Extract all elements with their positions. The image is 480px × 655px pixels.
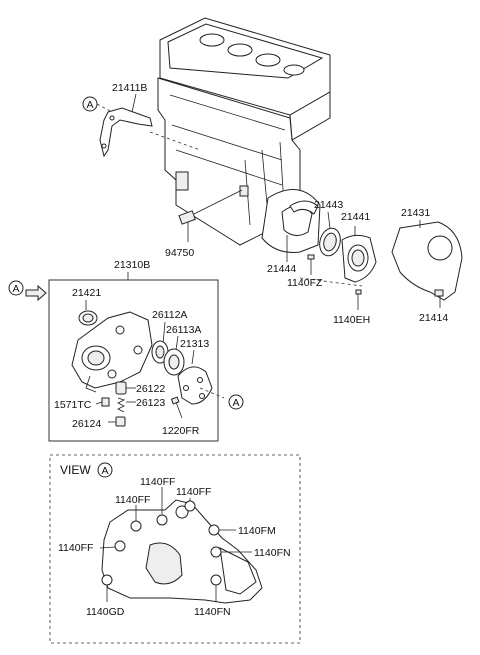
oil-pump-assembly-box (48, 279, 219, 442)
relief-plunger-26122 (115, 381, 127, 395)
callout-a-left: A (8, 280, 47, 302)
label-21441: 21441 (341, 211, 370, 223)
label-1220fr: 1220FR (162, 425, 200, 437)
label-94750: 94750 (165, 247, 194, 259)
pin-1571tc (101, 397, 110, 407)
label-21310b: 21310B (114, 259, 150, 271)
rotor-26113a (163, 348, 185, 376)
callout-a-top: A (82, 96, 201, 151)
callout-a-right: A (228, 394, 244, 410)
label-26113a: 26113A (166, 324, 201, 336)
rotor-26112a (151, 340, 169, 364)
seal-case-21441 (341, 226, 377, 283)
view-label-1140ff-left: 1140FF (58, 542, 93, 554)
pump-cover-21313 (177, 366, 213, 405)
label-21444: 21444 (267, 263, 296, 275)
label-21431: 21431 (401, 207, 430, 219)
oil-seal-21443 (319, 211, 341, 257)
bolt-1220fr (170, 396, 183, 419)
label-1140fz: 1140FZ (287, 277, 323, 289)
bolt-head-f4 (114, 540, 126, 552)
label-1571tc: 1571TC (54, 399, 92, 411)
label-21421: 21421 (72, 287, 101, 299)
label-1140eh: 1140EH (333, 314, 370, 326)
gasket-21411b (99, 93, 153, 158)
bolt-head-f2 (130, 520, 142, 532)
label-21411b: 21411B (112, 82, 147, 94)
callout-a-right-letter: A (233, 397, 240, 409)
seal-retainer-21444 (286, 200, 319, 262)
view-label-1140ff-right: 1140FF (176, 486, 211, 498)
plug-26124 (115, 416, 126, 427)
callout-a-top-letter: A (87, 99, 94, 111)
view-label-1140ff-mid: 1140FF (115, 494, 150, 506)
bolt-1140fz (307, 254, 315, 275)
oil-seal-21421 (78, 310, 98, 326)
spring-26123 (117, 397, 126, 413)
view-a-callout-letter: A (102, 465, 109, 477)
label-26124: 26124 (72, 418, 101, 430)
label-26123: 26123 (136, 397, 165, 409)
bolt-head-f3 (184, 500, 196, 512)
bolt-head-gd (101, 574, 113, 586)
view-a-title: VIEW (60, 463, 91, 477)
label-21443: 21443 (314, 199, 343, 211)
bolt-1140eh (355, 289, 362, 310)
pump-rear-view (101, 499, 263, 604)
view-a-callout: A (97, 462, 113, 478)
bolt-head-fn2 (210, 574, 222, 586)
view-label-1140fn-right: 1140FN (254, 547, 291, 559)
view-label-1140fm: 1140FM (238, 525, 276, 537)
label-26112a: 26112A (152, 309, 187, 321)
view-a-box (49, 454, 301, 644)
bolt-head-fm (208, 524, 220, 536)
oil-pump-body (71, 311, 153, 393)
rear-plate-21431 (391, 220, 463, 308)
view-label-1140ff-top: 1140FF (140, 476, 175, 488)
bolt-head-fn1 (210, 546, 222, 558)
callout-a-left-letter: A (13, 283, 20, 295)
view-label-1140gd: 1140GD (86, 606, 125, 618)
engine-block (157, 17, 331, 253)
label-21313: 21313 (180, 338, 209, 350)
bolt-head-f1 (156, 514, 168, 526)
label-26122: 26122 (136, 383, 165, 395)
view-label-1140fn-bottom: 1140FN (194, 606, 231, 618)
label-21414: 21414 (419, 312, 448, 324)
sensor-94750 (178, 189, 243, 242)
